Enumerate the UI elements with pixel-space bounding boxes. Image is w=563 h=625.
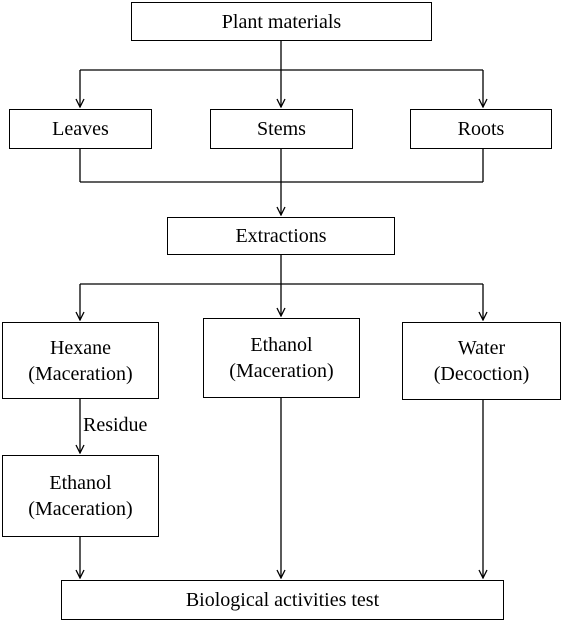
ethanol-mid-box: Ethanol (Maceration): [203, 318, 360, 398]
hexane-box: Hexane (Maceration): [2, 322, 159, 399]
leaves-box: Leaves: [9, 109, 152, 149]
water-box: Water (Decoction): [402, 322, 561, 400]
stems-label: Stems: [257, 118, 306, 140]
ethanol-left-box: Ethanol (Maceration): [2, 455, 159, 537]
hexane-label: Hexane: [49, 336, 112, 359]
ethanol-left-label: Ethanol: [49, 472, 112, 494]
plant-materials-label: Plant materials: [221, 10, 342, 33]
stems-box: Stems: [210, 109, 353, 149]
roots-label: Roots: [457, 118, 505, 140]
extractions-box: Extractions: [167, 217, 395, 255]
ethanol-mid-method-label: (Maceration): [229, 360, 334, 382]
biological-activities-test-label: Biological activities test: [185, 589, 380, 611]
roots-box: Roots: [410, 109, 552, 149]
leaves-label: Leaves: [52, 118, 109, 140]
ethanol-left-method-label: (Maceration): [28, 498, 133, 520]
ethanol-mid-label: Ethanol: [250, 334, 313, 356]
extractions-label: Extractions: [235, 225, 327, 247]
residue-label: Residue: [83, 414, 148, 436]
plant-materials-box: Plant materials: [131, 2, 432, 41]
biological-activities-test-box: Biological activities test: [61, 580, 504, 620]
hexane-method-label: (Maceration): [28, 362, 133, 385]
water-label: Water: [457, 337, 506, 359]
water-method-label: (Decoction): [433, 363, 530, 385]
